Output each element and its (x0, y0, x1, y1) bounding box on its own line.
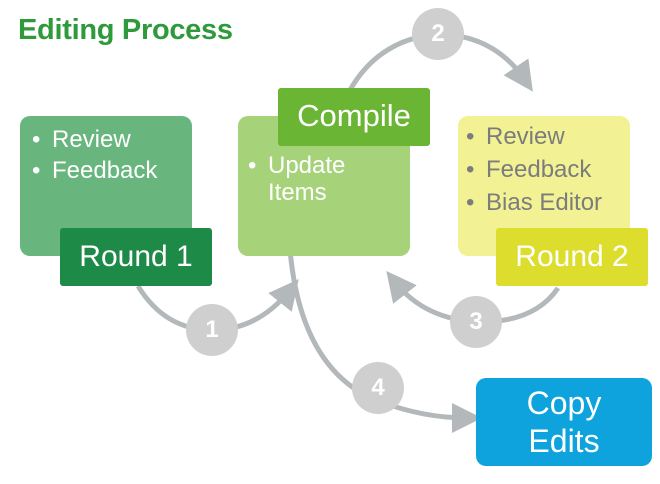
compile-label: Compile (278, 88, 430, 146)
step-4-circle: 4 (352, 362, 404, 414)
round2-item: Review (464, 120, 624, 153)
round1-label: Round 1 (60, 228, 212, 286)
page-title: Editing Process (18, 14, 233, 46)
round2-item: Feedback (464, 153, 624, 186)
compile-item-line: Update (268, 152, 346, 179)
compile-item-line: Items (268, 179, 327, 206)
copy-edits-line: Copy (526, 385, 602, 421)
copy-edits-box: Copy Edits (476, 378, 652, 466)
step-3-circle: 3 (450, 296, 502, 348)
round2-label: Round 2 (496, 228, 648, 286)
step-1-circle: 1 (186, 304, 238, 356)
step-2-circle: 2 (412, 8, 464, 60)
compile-item: Update Items (246, 152, 402, 206)
round1-list: Review Feedback (30, 124, 182, 186)
compile-list: Update Items (246, 152, 402, 206)
round2-item: Bias Editor (464, 186, 624, 219)
round2-list: Review Feedback Bias Editor (464, 120, 624, 219)
copy-edits-line: Edits (528, 423, 600, 459)
round1-item: Feedback (30, 155, 182, 186)
round1-item: Review (30, 124, 182, 155)
round1-box: Review Feedback (20, 116, 192, 256)
